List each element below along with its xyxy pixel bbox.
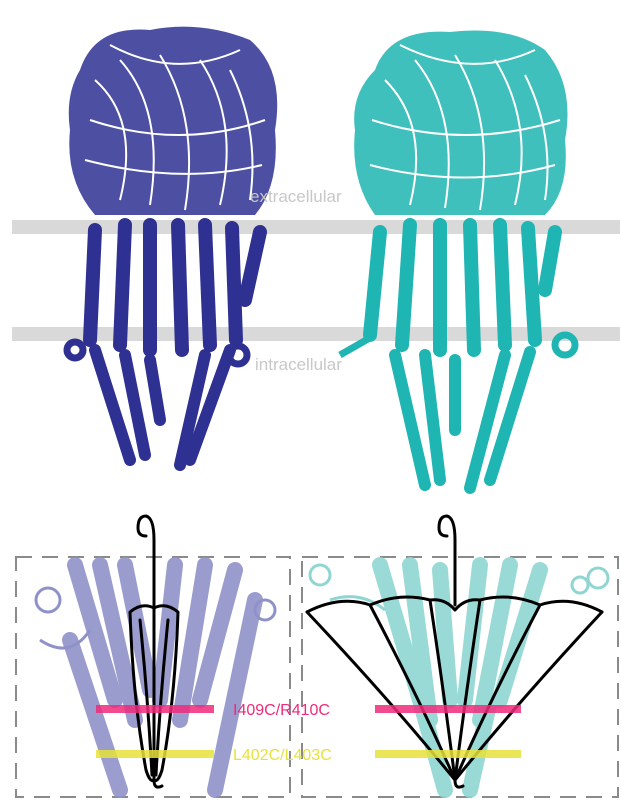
open-extracellular-domain (354, 30, 567, 215)
open-faded-loops (310, 565, 608, 610)
closed-channel-structure (67, 27, 277, 465)
open-zoom-panel (302, 516, 618, 797)
open-umbrella (307, 516, 602, 787)
closed-transmembrane-helices (90, 225, 260, 350)
lower-mutation-label: L402C/L403C (233, 747, 332, 764)
open-upper-mutation-bar (375, 705, 521, 713)
upper-mutation-label: I409C/R410C (233, 702, 330, 719)
extracellular-label: extracellular (250, 187, 342, 206)
closed-extracellular-domain (69, 27, 277, 215)
closed-intracellular-helices (95, 350, 230, 465)
open-lower-mutation-bar (375, 750, 521, 758)
open-channel-structure (340, 30, 575, 488)
open-umbrella-tip (455, 780, 463, 787)
closed-upper-mutation-bar (96, 705, 214, 713)
closed-umbrella-handle (138, 516, 154, 605)
closed-lower-mutation-bar (96, 750, 214, 758)
intracellular-label: intracellular (255, 355, 342, 374)
open-intracellular-helices (395, 352, 530, 488)
